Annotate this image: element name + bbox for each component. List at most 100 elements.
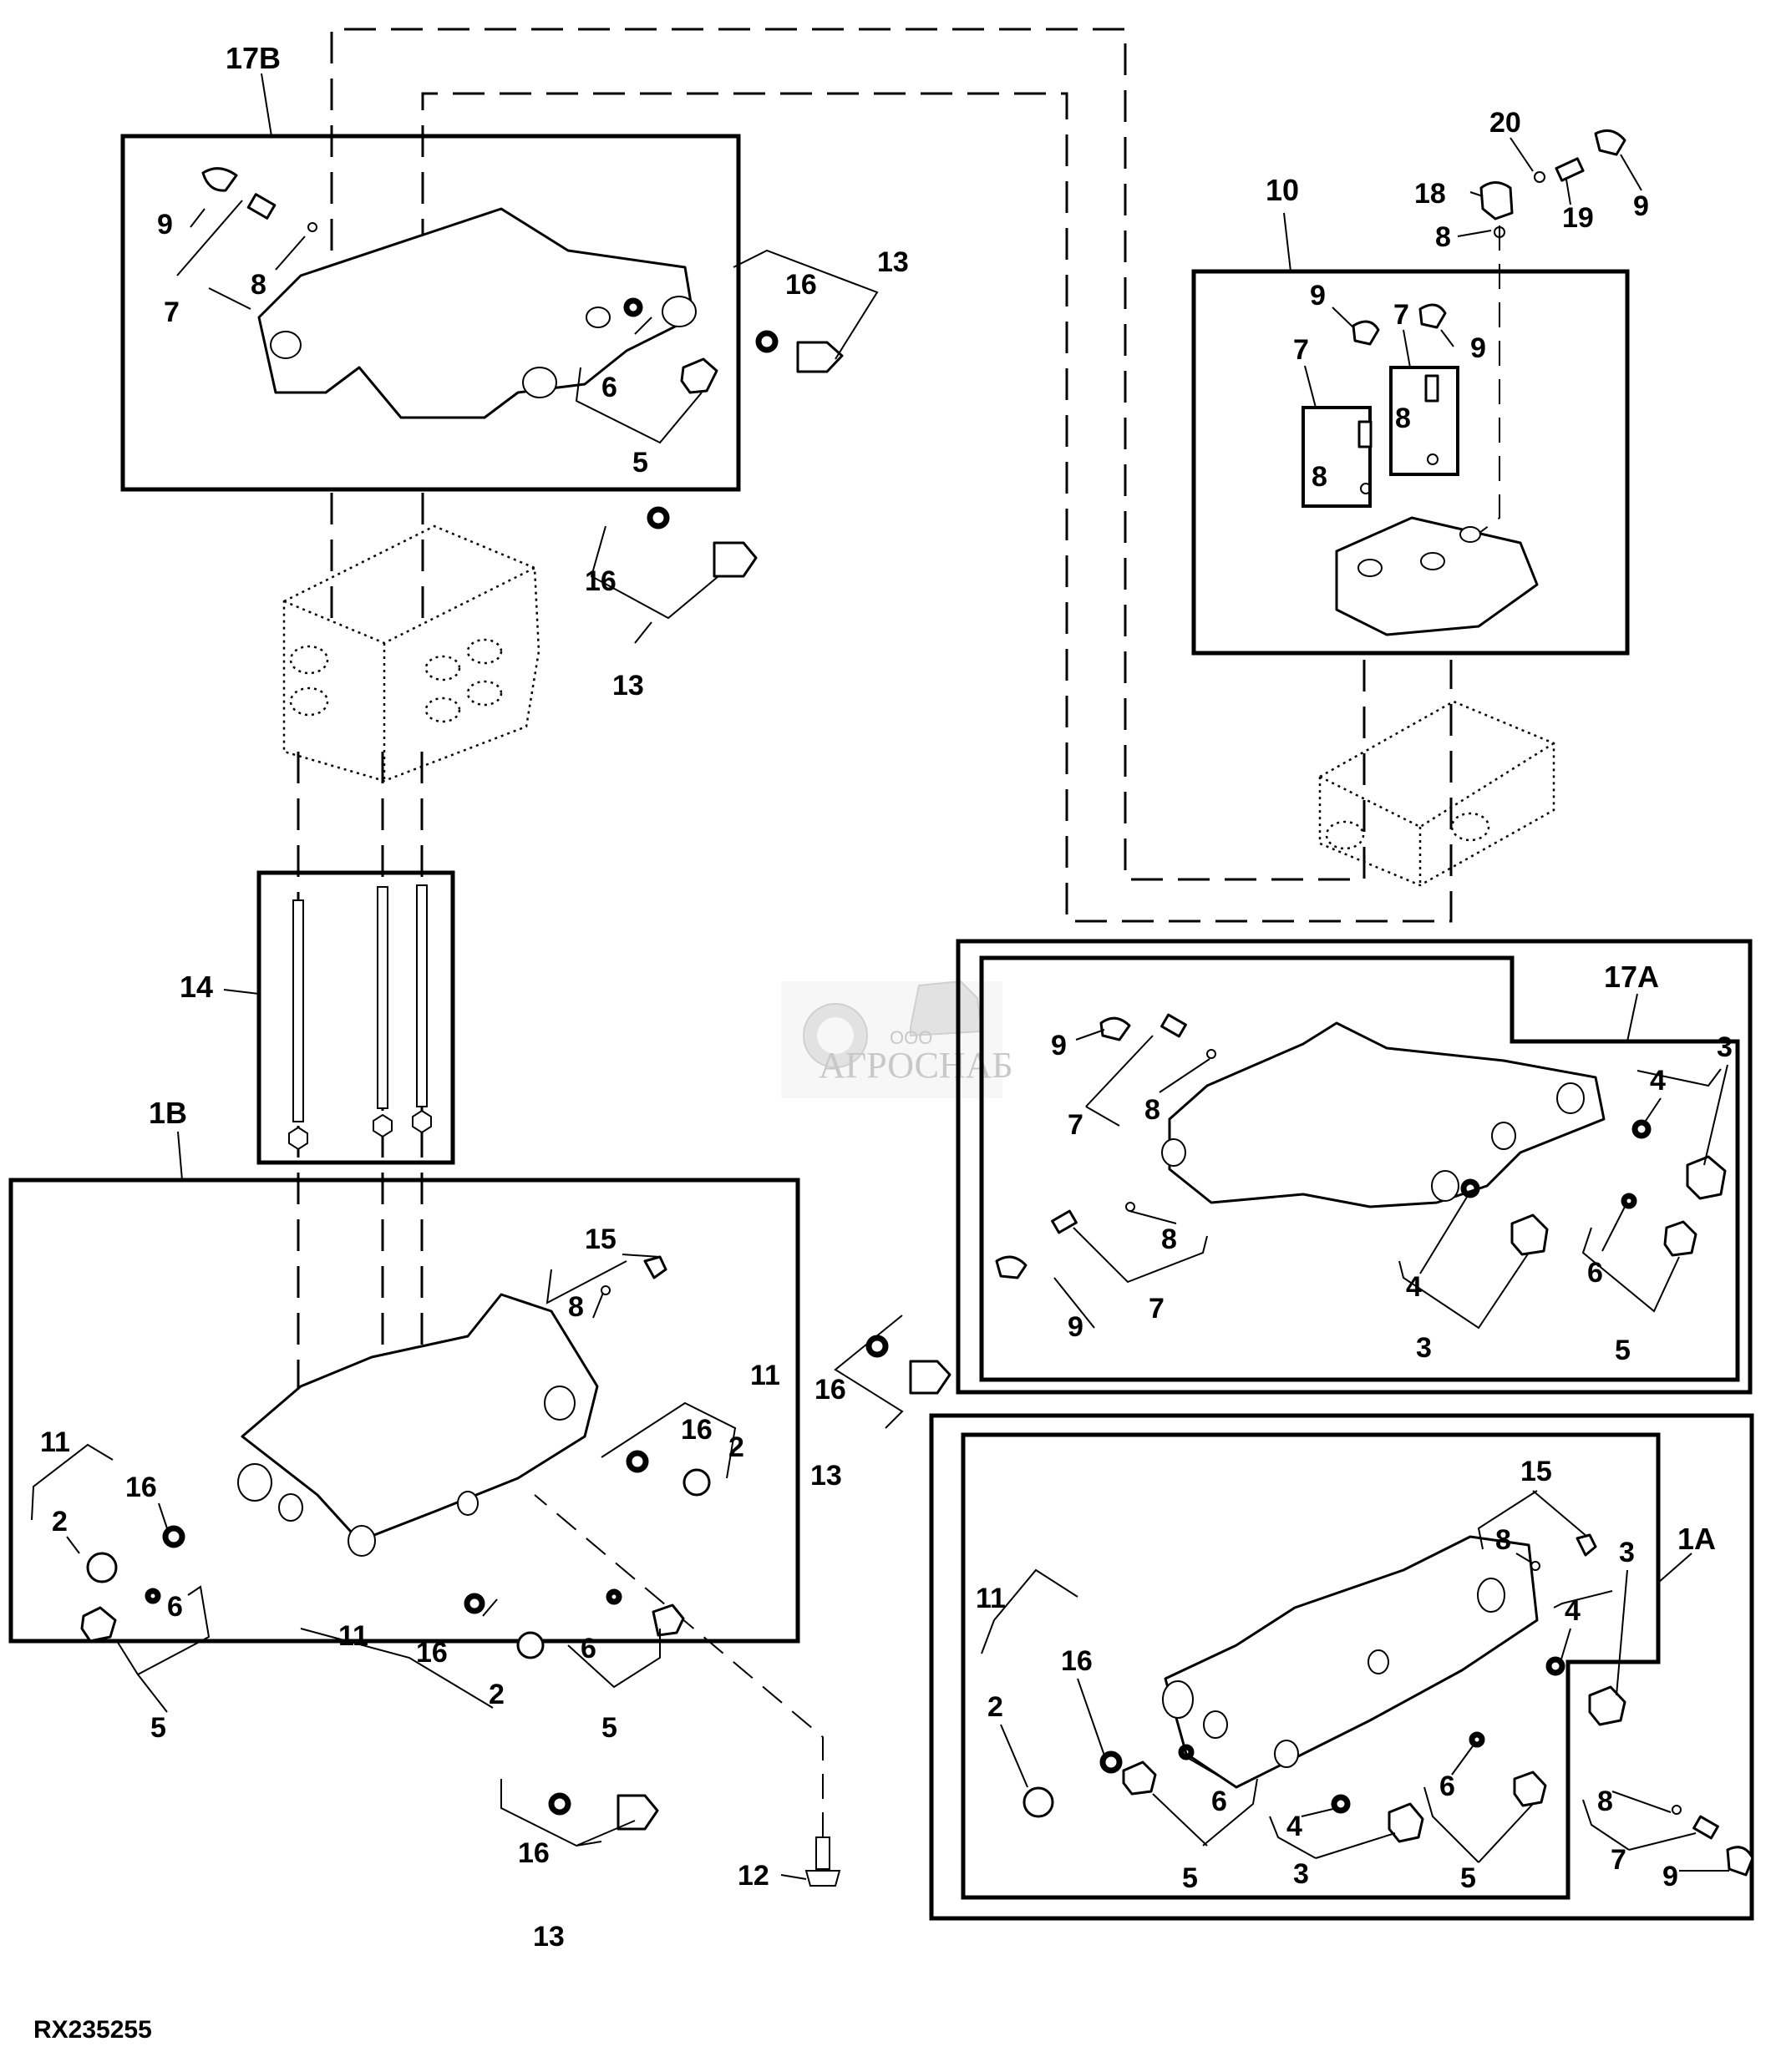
callout-17a-4-upper[interactable]: 4: [1650, 1065, 1666, 1097]
callout-1a-7[interactable]: 7: [1611, 1844, 1626, 1876]
group-1b-label[interactable]: 1B: [149, 1096, 187, 1130]
callout-17a-4-lower[interactable]: 4: [1406, 1271, 1422, 1303]
callout-10-19[interactable]: 19: [1562, 202, 1594, 234]
callout-10-8-right[interactable]: 8: [1395, 403, 1411, 434]
o-ring-16-1a: [1099, 1750, 1123, 1774]
callout-10-8-top[interactable]: 8: [1435, 221, 1451, 253]
callout-17b-13[interactable]: 13: [877, 246, 909, 278]
callout-17b-16[interactable]: 16: [785, 269, 817, 301]
callout-1b-11-left[interactable]: 11: [40, 1426, 70, 1458]
figure-reference-number: RX235255: [33, 2016, 152, 2044]
group-1a-label[interactable]: 1A: [1677, 1522, 1716, 1556]
cap-9-top: [1594, 129, 1626, 156]
callout-1a-8-lower[interactable]: 8: [1597, 1786, 1613, 1817]
callout-1a-4-lower[interactable]: 4: [1286, 1811, 1302, 1842]
callout-1b-2-right[interactable]: 2: [728, 1431, 744, 1463]
callout-1a-6-right[interactable]: 6: [1439, 1771, 1455, 1802]
o-ring-6-1a-left: [1178, 1744, 1195, 1760]
callout-17b-8[interactable]: 8: [251, 269, 266, 301]
callout-10-9-top[interactable]: 9: [1633, 190, 1649, 222]
plug-5-1a-left: [1122, 1760, 1157, 1796]
o-ring-16-ext: [647, 506, 670, 529]
callout-17a-7-lower[interactable]: 7: [1149, 1293, 1165, 1325]
callout-1b-6-right[interactable]: 6: [581, 1633, 596, 1664]
callout-17b-ext-13[interactable]: 13: [612, 670, 644, 702]
callout-1b-13-outer[interactable]: 13: [810, 1460, 842, 1492]
callout-1a-8-upper[interactable]: 8: [1495, 1524, 1511, 1556]
callout-1b-11-right[interactable]: 11: [750, 1360, 780, 1391]
callout-17a-7-upper[interactable]: 7: [1068, 1109, 1083, 1141]
callout-17b-5[interactable]: 5: [632, 447, 648, 479]
callout-1b-6-left[interactable]: 6: [167, 1591, 183, 1623]
callout-17a-9-upper[interactable]: 9: [1051, 1030, 1067, 1061]
callout-1b-8[interactable]: 8: [568, 1291, 584, 1323]
callout-1a-15[interactable]: 15: [1520, 1456, 1552, 1487]
group-14-box: [256, 870, 455, 1165]
o-ring-16-right: [626, 1450, 649, 1473]
callout-1b-2-left[interactable]: 2: [52, 1506, 68, 1538]
fitting-19: [1555, 157, 1585, 182]
callout-1b-16-outer[interactable]: 16: [814, 1374, 846, 1406]
callout-1b-ext-13[interactable]: 13: [533, 1921, 565, 1953]
callout-17a-9-lower[interactable]: 9: [1068, 1311, 1083, 1343]
callout-17b-7[interactable]: 7: [164, 296, 180, 328]
callout-10-9-left[interactable]: 9: [1310, 280, 1326, 312]
callout-17a-3-lower[interactable]: 3: [1416, 1332, 1432, 1364]
callout-1a-2[interactable]: 2: [987, 1691, 1003, 1723]
callout-10-18[interactable]: 18: [1414, 178, 1446, 210]
callout-1a-4-upper[interactable]: 4: [1565, 1595, 1581, 1627]
nut-middle: [373, 1113, 393, 1138]
group-17a-outer-box: [956, 939, 1753, 1395]
callout-1b-5-left[interactable]: 5: [150, 1712, 166, 1744]
nut-right: [412, 1109, 432, 1134]
callout-1a-11[interactable]: 11: [976, 1583, 1006, 1614]
callout-1b-16-bottom[interactable]: 16: [416, 1637, 448, 1669]
callout-1b-ext-16[interactable]: 16: [518, 1837, 550, 1869]
group-17b: 17B 9 7 8 16 13 6 5 16 13: [120, 41, 909, 702]
callout-1a-3-lower[interactable]: 3: [1293, 1858, 1309, 1890]
callout-1a-9[interactable]: 9: [1662, 1861, 1678, 1892]
callout-1b-2-bottom[interactable]: 2: [489, 1679, 505, 1710]
o-ring-8-1a-upper: [1530, 1561, 1540, 1571]
callout-17b-9[interactable]: 9: [157, 209, 173, 241]
callout-1b-5-right[interactable]: 5: [601, 1712, 617, 1744]
plug-5-left: [80, 1606, 117, 1643]
control-valve-body-17a: [1168, 1021, 1606, 1208]
callout-17a-6[interactable]: 6: [1587, 1257, 1603, 1289]
callout-1a-6-left[interactable]: 6: [1211, 1786, 1227, 1817]
callout-1a-5-right[interactable]: 5: [1460, 1862, 1476, 1894]
plug-3-upper: [1686, 1155, 1727, 1200]
group-10-label[interactable]: 10: [1266, 173, 1299, 207]
callout-1b-16-left[interactable]: 16: [125, 1472, 157, 1503]
callout-1b-ext-12[interactable]: 12: [738, 1860, 769, 1892]
callout-1a-5-left[interactable]: 5: [1182, 1862, 1198, 1894]
callout-1b-16-right[interactable]: 16: [681, 1414, 713, 1446]
callout-10-9-right[interactable]: 9: [1470, 332, 1486, 364]
o-ring-6-17a: [1621, 1193, 1637, 1209]
callout-10-7-left[interactable]: 7: [1293, 334, 1309, 366]
group-14-label[interactable]: 14: [180, 970, 213, 1004]
callout-1a-16[interactable]: 16: [1061, 1645, 1093, 1677]
callout-17a-3-upper[interactable]: 3: [1717, 1031, 1733, 1063]
callout-1b-11-bottom[interactable]: 11: [338, 1620, 368, 1652]
control-valve-body-17b: [257, 207, 695, 419]
o-ring-16-bottom: [464, 1593, 485, 1614]
group-1b: 1B 15 8 11 16 2 11 16 2: [8, 1096, 951, 1953]
group-10-box: [1191, 269, 1630, 656]
callout-10-7-right[interactable]: 7: [1393, 299, 1409, 331]
callout-1a-3-upper[interactable]: 3: [1619, 1537, 1635, 1568]
callout-17a-5[interactable]: 5: [1615, 1335, 1631, 1366]
group-17a-label[interactable]: 17A: [1604, 960, 1659, 994]
group-17b-label[interactable]: 17B: [226, 41, 281, 75]
callout-10-8-left[interactable]: 8: [1312, 461, 1327, 493]
plug-2-right: [682, 1468, 711, 1497]
o-ring-4-lower: [1460, 1178, 1480, 1198]
callout-17a-8-upper[interactable]: 8: [1144, 1094, 1160, 1126]
o-ring-6-1a-right: [1469, 1731, 1485, 1748]
callout-17a-8-lower[interactable]: 8: [1161, 1223, 1177, 1255]
callout-10-20[interactable]: 20: [1489, 107, 1521, 139]
callout-17b-6[interactable]: 6: [601, 372, 617, 403]
o-ring-6-left: [145, 1588, 161, 1604]
callout-1b-15[interactable]: 15: [585, 1223, 617, 1255]
fitting-7-1a: [1692, 1815, 1719, 1840]
